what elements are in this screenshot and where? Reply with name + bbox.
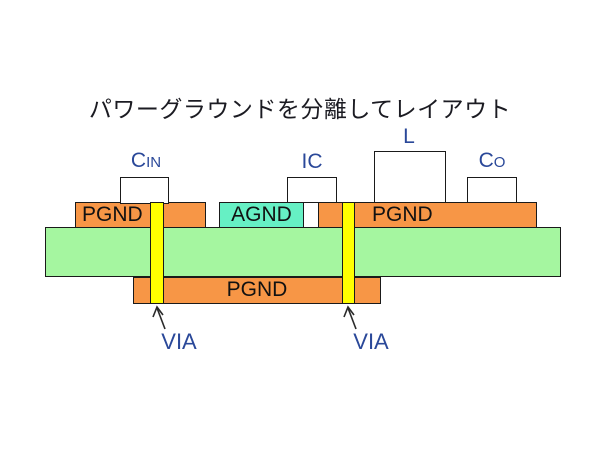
via-right-label: VIA bbox=[353, 329, 389, 354]
substrate-layer bbox=[45, 227, 561, 277]
via-right-barrel bbox=[342, 202, 355, 304]
diagram-title: パワーグラウンドを分離してレイアウト bbox=[88, 96, 512, 122]
component-box-co bbox=[467, 177, 517, 203]
component-box-ic bbox=[287, 177, 337, 203]
cin-main-text: C bbox=[130, 149, 147, 172]
pgnd-top-left-plane: PGND bbox=[75, 202, 206, 228]
component-label-cin: CIN bbox=[110, 150, 182, 174]
co-main-text: C bbox=[478, 149, 494, 172]
via-left-label: VIA bbox=[161, 329, 197, 354]
component-label-co: CO bbox=[466, 150, 518, 174]
co-subscript-text: O bbox=[493, 154, 506, 171]
component-box-cin bbox=[120, 177, 169, 204]
via-left-barrel bbox=[150, 202, 164, 304]
agnd-plane: AGND bbox=[219, 202, 304, 228]
component-label-ic: IC bbox=[301, 150, 323, 173]
component-box-l bbox=[374, 151, 446, 203]
pgnd-bottom-plane: PGND bbox=[133, 277, 381, 304]
component-label-l: L bbox=[403, 125, 415, 148]
via-right-arrow-icon bbox=[343, 305, 357, 330]
cin-subscript-text: IN bbox=[146, 154, 162, 171]
via-left-arrow-icon bbox=[152, 305, 166, 330]
